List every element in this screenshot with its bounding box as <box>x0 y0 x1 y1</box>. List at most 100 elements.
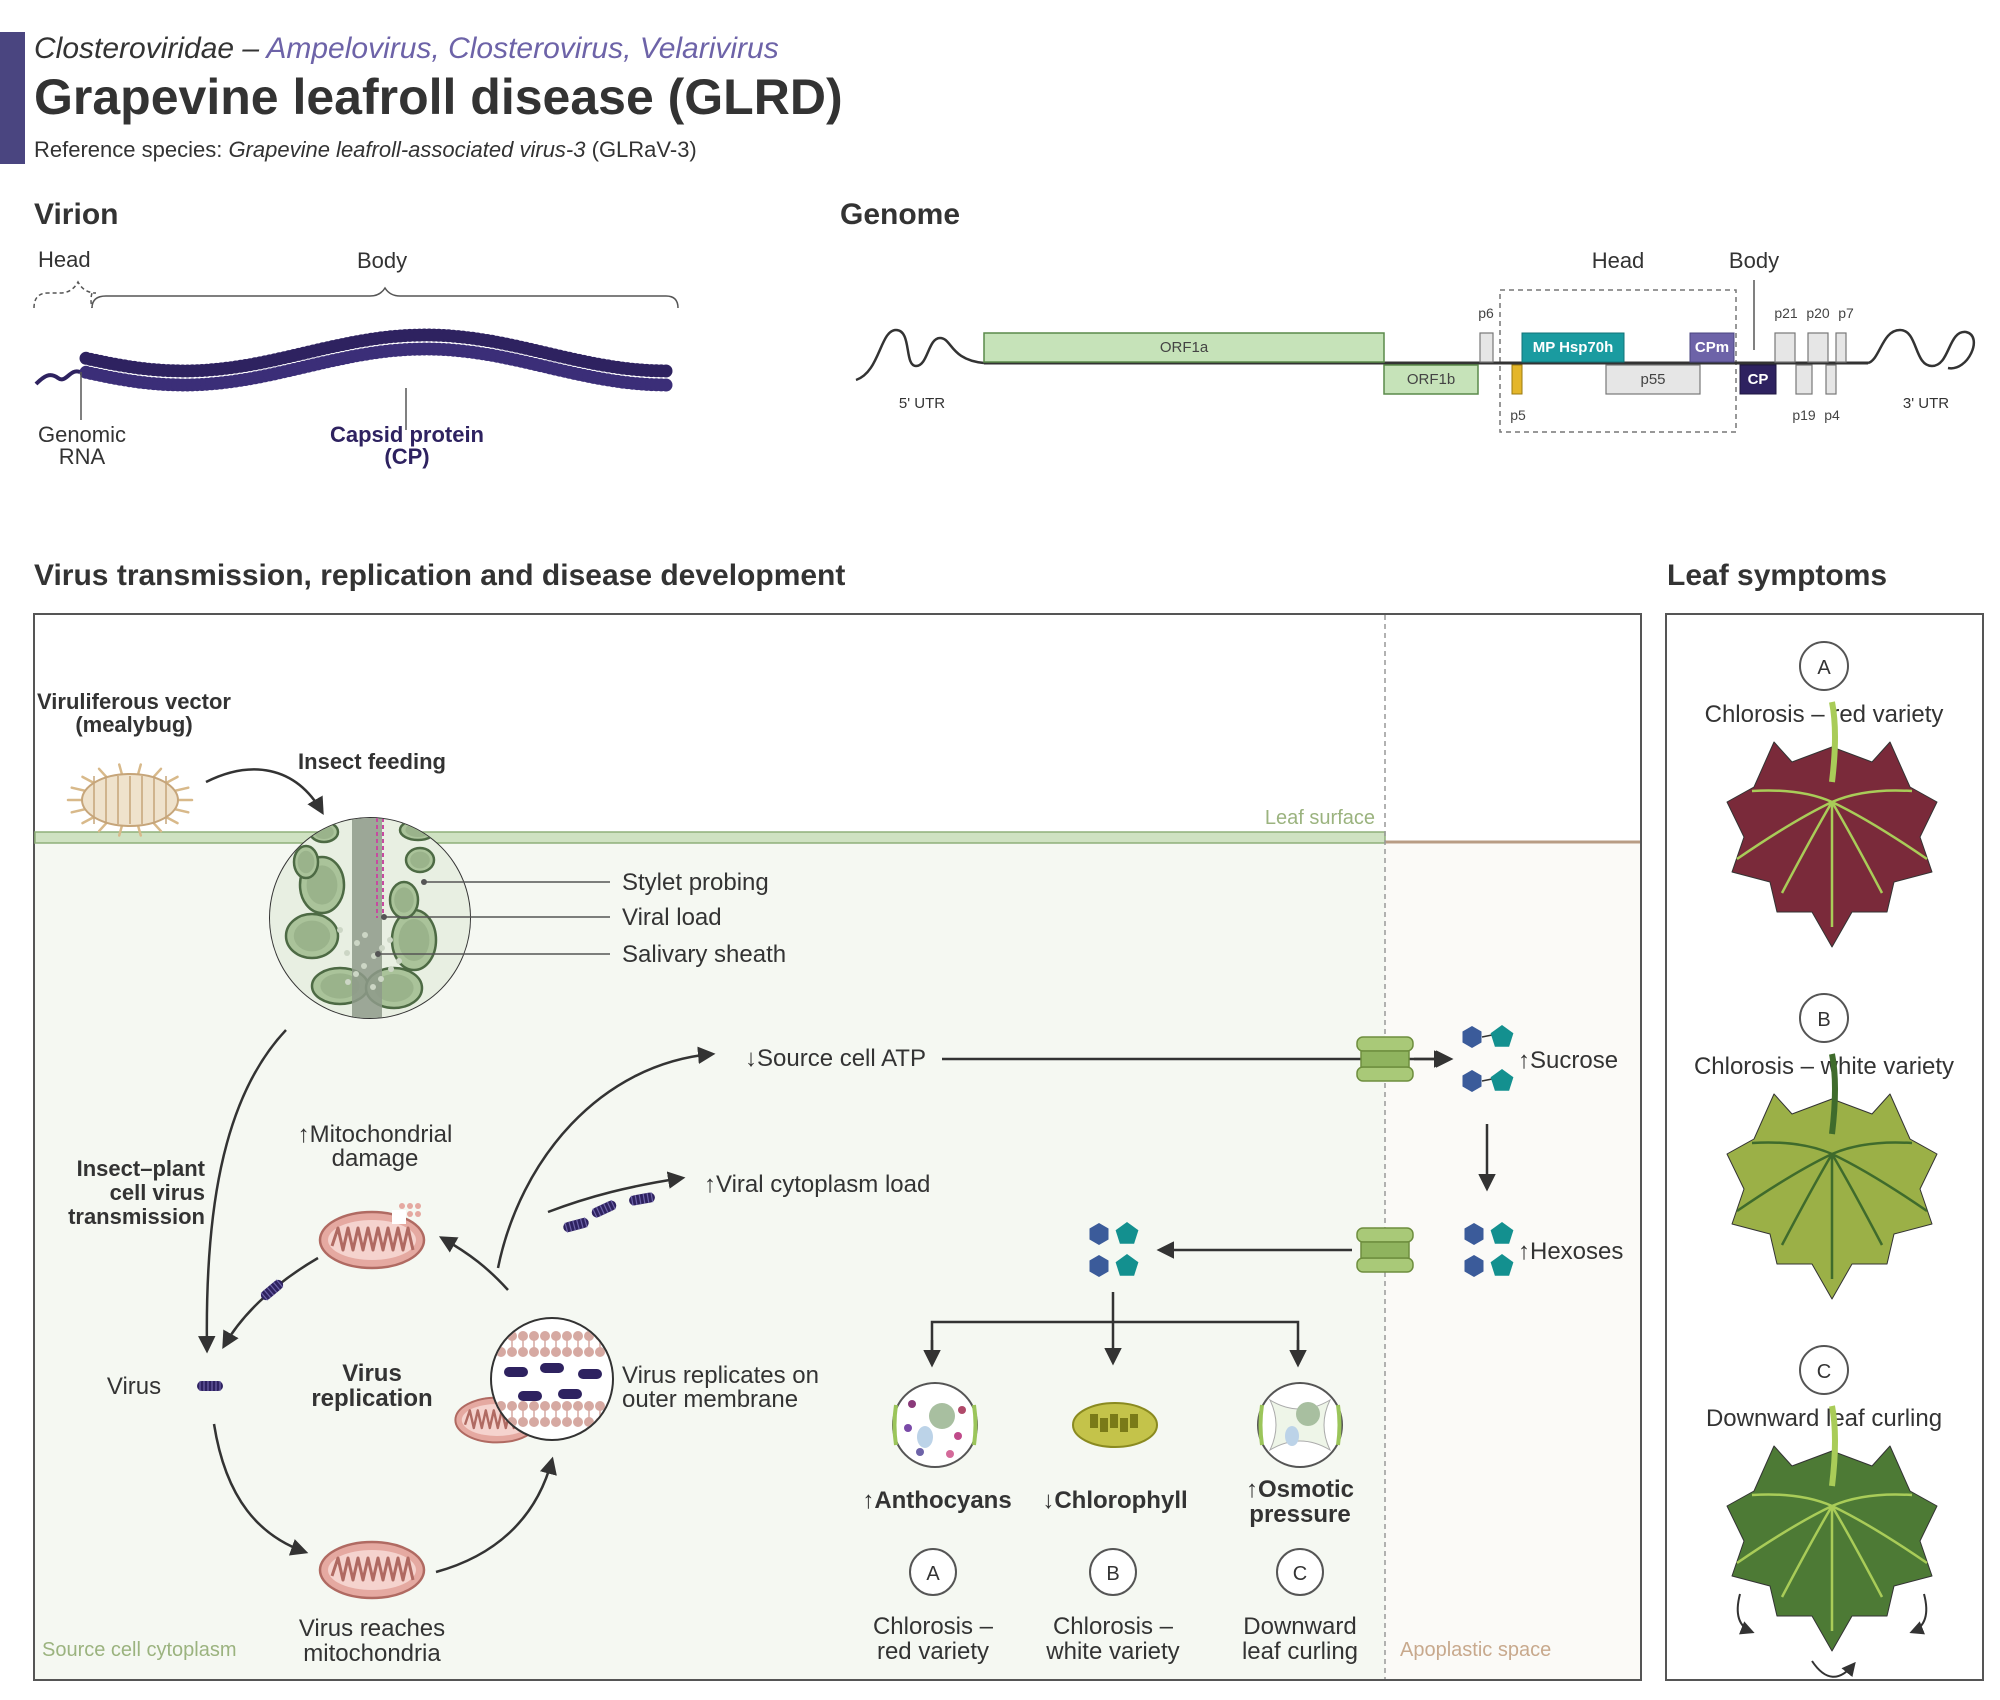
page-title: Grapevine leafroll disease (GLRD) <box>34 69 843 125</box>
leaf-badge <box>1799 641 1849 691</box>
symptom-a-label-2: red variety <box>877 1638 989 1665</box>
mealybug-icon <box>66 763 194 837</box>
mp-hsp70h-box <box>1521 332 1625 363</box>
cp-box <box>1739 364 1777 395</box>
source-cytoplasm-label: Source cell cytoplasm <box>42 1639 237 1661</box>
orf1a-box <box>983 332 1385 363</box>
replication-zoom-circle <box>490 1317 614 1441</box>
virion-head-label: Head <box>38 247 91 272</box>
utr5-curve <box>855 328 985 382</box>
utr5-label: 5' UTR <box>899 395 945 412</box>
reaches-label: Virus reaches <box>299 1615 445 1642</box>
leaf-symptom-label: Chlorosis – red variety <box>1705 701 1944 728</box>
p19-label: p19 <box>1792 407 1816 423</box>
reference-species: Reference species: Grapevine leafroll-as… <box>34 137 697 162</box>
virion-particle <box>79 328 673 392</box>
symptom-b-label: Chlorosis – <box>1053 1613 1174 1640</box>
reaches-label-2: mitochondria <box>303 1640 441 1667</box>
salivary-sheath-label: Salivary sheath <box>622 941 786 968</box>
replication-label-2: replication <box>311 1385 432 1412</box>
virus-particle-icon <box>591 1199 617 1219</box>
apoplastic-label: Apoplastic space <box>1400 1639 1551 1661</box>
transmission-arrow <box>198 1029 287 1354</box>
svg-text:B: B <box>1106 1563 1119 1585</box>
transmission-label-3: transmission <box>68 1204 205 1229</box>
genomic-rna-label: Genomic <box>38 422 126 447</box>
cpm-label: CPm <box>1695 339 1729 356</box>
virus-particle-icon <box>197 1381 223 1391</box>
hexose-transporter-icon <box>1356 1227 1414 1273</box>
virion-body-brace <box>91 286 679 309</box>
genomic-rna-label-2: RNA <box>59 444 106 469</box>
vector-label-2: (mealybug) <box>75 712 192 737</box>
replication-label: Virus <box>342 1360 402 1387</box>
genome-head-region <box>1499 289 1737 433</box>
vector-label: Viruliferous vector <box>37 689 231 714</box>
virus-particle-icon <box>563 1217 589 1233</box>
p6-box <box>1479 332 1494 363</box>
grape-leaf-icon <box>1726 1405 1938 1678</box>
utr3-curve <box>1867 328 1976 370</box>
p4-box <box>1825 364 1837 395</box>
p19-box <box>1795 364 1813 395</box>
p21-label: p21 <box>1774 305 1798 321</box>
hexose-molecule-icon <box>1464 1222 1514 1277</box>
p55-box <box>1605 364 1701 395</box>
osmotic-label-2: pressure <box>1249 1501 1350 1528</box>
symptom-c-label: Downward <box>1243 1613 1356 1640</box>
orf1b-label: ORF1b <box>1407 371 1455 388</box>
grape-leaf-icon <box>1726 1053 1938 1300</box>
replicates-label-2: outer membrane <box>622 1386 798 1413</box>
sucrose-label: ↑Sucrose <box>1518 1047 1618 1074</box>
leaf-badge-letter: A <box>1817 657 1831 679</box>
virion-head-brace <box>33 280 97 309</box>
cp-label: CP <box>1748 371 1769 388</box>
virion-body-label: Body <box>357 248 407 273</box>
mito-damage-label-2: damage <box>332 1145 419 1172</box>
transmission-label-2: cell virus <box>110 1180 205 1205</box>
symptom-a-label: Chlorosis – <box>873 1613 994 1640</box>
leaf-surface-band <box>34 831 1386 844</box>
svg-text:A: A <box>926 1563 940 1585</box>
p7-box <box>1835 332 1847 363</box>
orf1a-label: ORF1a <box>1160 339 1209 356</box>
mito-to-replication-arrow <box>435 1456 557 1574</box>
leaf-badge-letter: B <box>1817 1009 1830 1031</box>
mitochondrion-icon <box>318 1540 426 1600</box>
leaf-badge <box>1799 1345 1849 1395</box>
replication-to-cyto-arrow <box>547 1171 686 1214</box>
virus-label: Virus <box>107 1373 161 1400</box>
hexoses-label: ↑Hexoses <box>1518 1238 1623 1265</box>
osmotic-cell-icon <box>1257 1382 1343 1468</box>
genome-head-label: Head <box>1592 248 1645 273</box>
accent-bar <box>0 32 25 164</box>
anthocyan-vacuole-icon <box>892 1382 978 1468</box>
chloroplast-icon <box>1072 1402 1158 1448</box>
damage-to-virus-arrow <box>222 1256 319 1350</box>
replication-to-damage-arrow <box>438 1236 509 1291</box>
mito-damage-label: ↑Mitochondrial <box>298 1121 453 1148</box>
p5-box <box>1511 364 1523 395</box>
transmission-heading: Virus transmission, replication and dise… <box>34 559 845 592</box>
source-atp-label: ↓Source cell ATP <box>745 1045 926 1072</box>
p20-box <box>1807 332 1829 363</box>
anthocyans-label: ↑Anthocyans <box>862 1487 1011 1514</box>
genome-body-label: Body <box>1729 248 1779 273</box>
chlorophyll-label: ↓Chlorophyll <box>1042 1487 1187 1514</box>
leaf-symptom-item: B Chlorosis – white variety <box>1694 993 1954 1300</box>
sucrose-molecule-icon <box>1462 1025 1514 1092</box>
replicates-label: Virus replicates on <box>622 1362 819 1389</box>
p21-box <box>1774 332 1796 363</box>
damaged-mitochondrion-icon <box>318 1203 426 1270</box>
leaf-symptoms-heading: Leaf symptoms <box>1667 559 1887 592</box>
virus-to-mito-arrow <box>212 1423 309 1556</box>
symptom-b-label-2: white variety <box>1045 1638 1179 1665</box>
genomic-rna-strand <box>34 369 81 386</box>
source-cytoplasm-region <box>35 842 1385 1679</box>
p6-label: p6 <box>1478 305 1494 321</box>
cpm-box <box>1689 332 1735 363</box>
p4-label: p4 <box>1824 407 1840 423</box>
leaf-symptom-label: Chlorosis – white variety <box>1694 1053 1954 1080</box>
virion-heading: Virion <box>34 198 118 231</box>
insect-feeding-label: Insect feeding <box>298 749 446 774</box>
